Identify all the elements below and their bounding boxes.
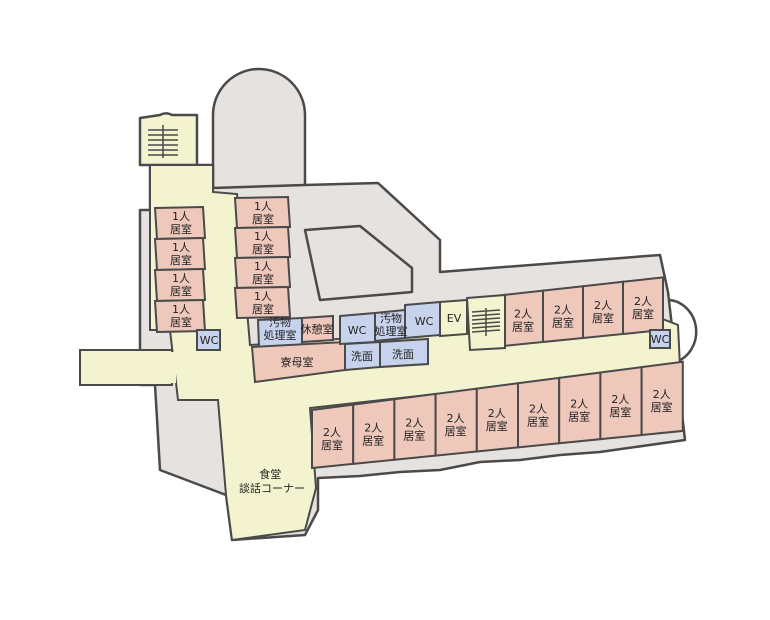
wc-central-2-label: WC <box>415 315 434 328</box>
double-room-label: 2人居室 <box>552 303 574 329</box>
single-room[interactable] <box>153 267 207 303</box>
single-room-shape <box>233 255 292 290</box>
double-room-label: 2人居室 <box>609 393 631 419</box>
west-passage[interactable] <box>79 349 173 386</box>
lounge-label: 休憩室 <box>301 322 334 336</box>
single-room-label: 1人居室 <box>252 230 274 256</box>
single-room[interactable] <box>233 195 292 230</box>
double-room[interactable] <box>640 360 684 437</box>
double-room-label: 2人居室 <box>403 417 425 443</box>
single-room-shape <box>233 195 292 230</box>
washroom-label: 洗面 <box>351 350 373 363</box>
washroom-label: 洗面 <box>392 348 414 361</box>
rooms-layer <box>153 195 684 470</box>
double-room-label: 2人居室 <box>445 412 467 438</box>
single-room[interactable] <box>233 255 292 290</box>
double-room-label: 2人居室 <box>486 407 508 433</box>
single-room-label: 1人居室 <box>252 260 274 286</box>
double-room-label: 2人居室 <box>362 421 384 447</box>
single-room-label: 1人居室 <box>170 303 192 329</box>
single-room-label: 1人居室 <box>170 272 192 298</box>
soiled-utility-central-label: 汚物処理室 <box>375 311 408 338</box>
lounge-shape <box>301 314 334 344</box>
single-room-label: 1人居室 <box>170 210 192 236</box>
matron-room-label: 寮母室 <box>281 355 314 369</box>
single-room[interactable] <box>153 236 207 272</box>
wc-east-label: WC <box>651 333 670 346</box>
double-room-label: 2人居室 <box>632 295 654 321</box>
inner-courtyard <box>303 224 414 302</box>
single-room-label: 1人居室 <box>170 241 192 267</box>
double-room-label: 2人居室 <box>592 299 614 325</box>
single-room-shape <box>153 236 207 272</box>
single-room[interactable] <box>153 205 207 241</box>
double-room-label: 2人居室 <box>321 426 343 452</box>
single-room-shape <box>153 267 207 303</box>
dining-label: 食堂 談話コーナー <box>239 467 305 495</box>
double-room-label: 2人居室 <box>512 308 534 334</box>
wc-west-shape <box>196 329 221 351</box>
wc-east[interactable] <box>649 329 671 349</box>
single-room[interactable] <box>233 285 292 320</box>
stair-tower <box>138 112 199 167</box>
single-room[interactable] <box>233 225 292 260</box>
bay-window-arc <box>669 298 698 364</box>
double-room-label: 2人居室 <box>651 388 673 414</box>
soiled-utility-west-label: 汚物処理室 <box>264 315 297 342</box>
elevator-label: EV <box>447 312 462 325</box>
single-room-label: 1人居室 <box>252 290 274 316</box>
single-room-shape <box>153 205 207 241</box>
washroom[interactable] <box>379 337 429 369</box>
wc-west[interactable] <box>196 329 221 351</box>
washroom-shape <box>379 337 429 369</box>
double-room-shape <box>640 360 684 437</box>
west-passage-joint <box>168 352 176 383</box>
double-room-label: 2人居室 <box>568 398 590 424</box>
single-room-shape <box>233 285 292 320</box>
stairs-left <box>148 125 178 158</box>
lounge[interactable] <box>301 314 334 344</box>
stairs-right <box>465 293 506 352</box>
wc-west-label: WC <box>200 334 219 347</box>
wc-central-label: WC <box>348 324 367 337</box>
elevator-shape <box>439 298 468 338</box>
labels-layer: 1人居室1人居室1人居室1人居室1人居室1人居室1人居室1人居室WC汚物処理室休… <box>170 200 673 452</box>
single-room-shape <box>233 225 292 260</box>
elevator[interactable] <box>439 298 468 338</box>
wc-east-shape <box>649 329 671 349</box>
dome-tower <box>211 67 307 192</box>
single-room-label: 1人居室 <box>252 200 274 226</box>
double-room-label: 2人居室 <box>527 402 549 428</box>
